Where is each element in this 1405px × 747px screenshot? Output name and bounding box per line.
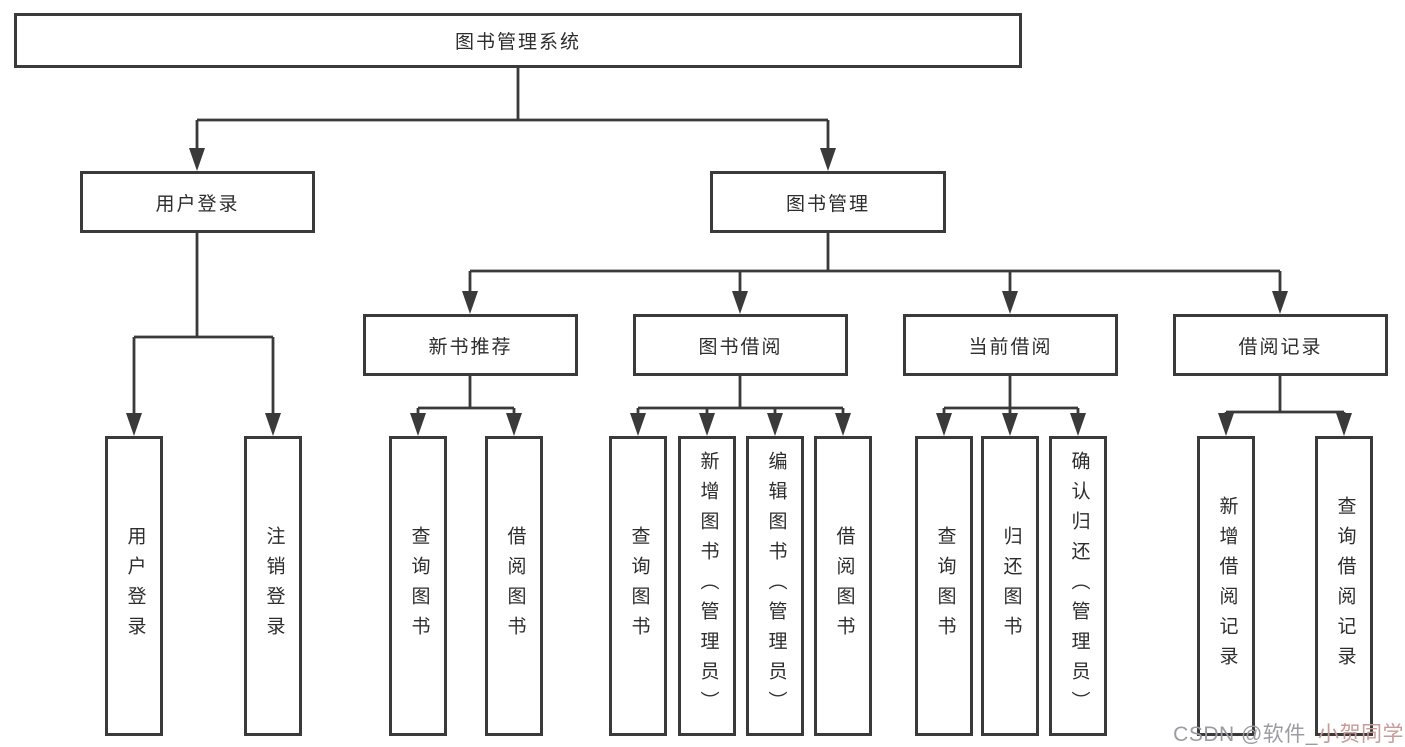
leaf-label: 借阅图书 [833, 526, 855, 646]
leaf-label: 编辑图书（管理员） [765, 451, 787, 721]
leaf-label: 查询图书 [628, 526, 650, 646]
leaf-label: 借阅图书 [504, 526, 526, 646]
watermark-suffix: 小贺同学 [1318, 723, 1404, 746]
leaf-return-books: 归还图书 [981, 436, 1039, 736]
node-new-book-recommend: 新书推荐 [363, 314, 578, 376]
leaf-borrow-books-recommend: 借阅图书 [485, 436, 543, 736]
node-root-library-system: 图书管理系统 [14, 13, 1022, 68]
node-borrow-records: 借阅记录 [1173, 314, 1388, 376]
leaf-label: 查询图书 [408, 526, 430, 646]
leaf-label: 查询图书 [934, 526, 956, 646]
leaf-label: 新增图书（管理员） [697, 451, 719, 721]
watermark-prefix: CSDN @软件_ [1173, 723, 1318, 746]
leaf-label: 用户登录 [124, 526, 146, 646]
node-user-login: 用户登录 [80, 171, 315, 233]
leaf-edit-books-admin: 编辑图书（管理员） [746, 436, 804, 736]
leaf-query-books-current: 查询图书 [915, 436, 973, 736]
node-current-borrow: 当前借阅 [903, 314, 1118, 376]
leaf-label: 注销登录 [263, 526, 285, 646]
leaf-user-login: 用户登录 [105, 436, 163, 736]
leaf-label: 归还图书 [1000, 526, 1022, 646]
leaf-confirm-return-admin: 确认归还（管理员） [1049, 436, 1107, 736]
leaf-borrow-books: 借阅图书 [814, 436, 872, 736]
csdn-watermark: CSDN @软件_小贺同学 [1173, 718, 1404, 747]
leaf-add-borrow-record: 新增借阅记录 [1197, 436, 1255, 736]
leaf-add-books-admin: 新增图书（管理员） [678, 436, 736, 736]
leaf-logout: 注销登录 [244, 436, 302, 736]
leaf-label: 确认归还（管理员） [1068, 451, 1090, 721]
leaf-query-borrow-record: 查询借阅记录 [1315, 436, 1373, 736]
leaf-label: 查询借阅记录 [1334, 496, 1356, 676]
leaf-query-books-recommend: 查询图书 [389, 436, 447, 736]
leaf-query-books-borrow: 查询图书 [609, 436, 667, 736]
connector-lines [132, 68, 1346, 418]
node-book-management: 图书管理 [710, 171, 946, 233]
node-book-borrow: 图书借阅 [633, 314, 848, 376]
leaf-label: 新增借阅记录 [1216, 496, 1238, 676]
